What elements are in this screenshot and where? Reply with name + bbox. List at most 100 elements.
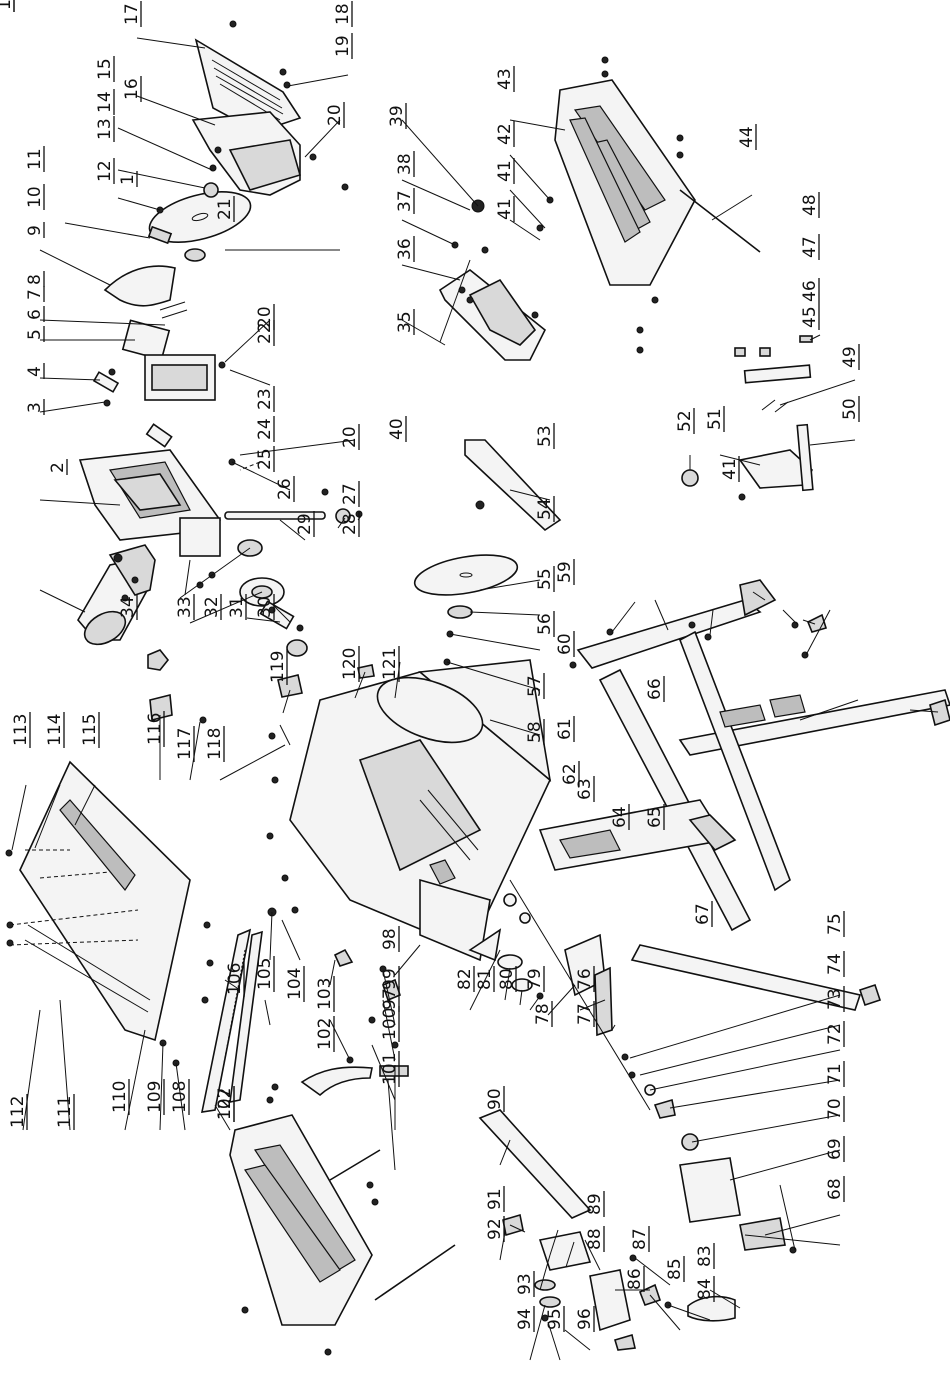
callout-number: 121 (380, 648, 400, 680)
callout-label-54: 54 (535, 496, 555, 522)
callout-label-31: 31 (227, 594, 247, 620)
callout-label-95: 95 (545, 1306, 565, 1332)
scale-81 (594, 966, 613, 1037)
callout-label-40: 40 (387, 416, 407, 442)
callout-label-41: 41 (495, 196, 515, 222)
callout-label-20: 20 (340, 424, 360, 450)
callout-label-6: 6 (25, 306, 45, 322)
callout-number: 89 (585, 1193, 605, 1215)
callout-label-7: 7 (25, 286, 45, 302)
callout-number: 18 (333, 3, 353, 25)
callout-number: 4 (25, 366, 45, 377)
callout-label-19: 19 (333, 33, 353, 59)
callout-number: 10 (25, 186, 45, 208)
callout-label-15: 15 (95, 56, 115, 82)
callout-label-115: 115 (80, 712, 100, 748)
callout-number: 98 (380, 928, 400, 950)
callout-number: 72 (825, 1023, 845, 1045)
callout-number: 13 (95, 118, 115, 140)
callout-number: 114 (45, 714, 65, 746)
callout-label-76: 76 (575, 966, 595, 992)
callout-label-24: 24 (255, 416, 275, 442)
callout-number: 75 (825, 913, 845, 935)
callout-label-74: 74 (825, 951, 845, 977)
callout-number: 77 (575, 1003, 595, 1025)
callout-number: 55 (535, 568, 555, 590)
callout-label-101: 101 (380, 1051, 400, 1087)
callout-label-71: 71 (825, 1061, 845, 1087)
callout-number: 42 (495, 123, 515, 145)
bracket-66 (806, 613, 828, 633)
callout-label-96: 96 (575, 1306, 595, 1332)
stand-rail-68b (678, 689, 950, 756)
callout-number: 112 (8, 1096, 28, 1128)
callout-number: 14 (95, 91, 115, 113)
callout-label-16: 16 (122, 76, 142, 102)
callout-number: 46 (800, 280, 820, 302)
callout-label-85: 85 (665, 1256, 685, 1282)
callout-label-22: 22 (255, 320, 275, 346)
switch-box-73 (679, 1157, 741, 1223)
callout-label-53: 53 (535, 423, 555, 449)
callout-number: 117 (175, 728, 195, 760)
callout-label-99: 99 (380, 966, 400, 992)
callout-label-56: 56 (535, 611, 555, 637)
callout-label-100: 100 (380, 1006, 400, 1042)
callout-number: 104 (285, 968, 305, 1000)
callout-number: 115 (80, 714, 100, 746)
callout-label-87: 87 (630, 1226, 650, 1252)
callout-label-26: 26 (275, 476, 295, 502)
callout-number: 43 (495, 68, 515, 90)
callout-label-88: 88 (585, 1226, 605, 1252)
callout-label-39: 39 (387, 103, 407, 129)
nut-74 (681, 1133, 699, 1151)
callout-label-119: 119 (268, 649, 288, 685)
foot-cap-69 (929, 698, 950, 727)
callout-number: 1 (118, 174, 138, 185)
callout-label-59: 59 (555, 559, 575, 585)
callout-label-109: 109 (145, 1079, 165, 1115)
callout-number: 41 (495, 160, 515, 182)
callout-number: 62 (560, 763, 580, 785)
callout-number: 126 (0, 0, 15, 10)
stand-rail-68 (598, 668, 752, 932)
callout-number: 69 (825, 1138, 845, 1160)
callout-label-65: 65 (645, 804, 665, 830)
callout-label-36: 36 (395, 236, 415, 262)
callout-label-55: 55 (535, 566, 555, 592)
rail-93 (478, 1109, 592, 1219)
callout-number: 80 (497, 968, 517, 990)
callout-number: 28 (340, 513, 360, 535)
nut-27 (335, 508, 351, 524)
callout-number: 64 (610, 806, 630, 828)
callout-label-69: 69 (825, 1136, 845, 1162)
callout-label-120: 120 (340, 646, 360, 682)
callout-label-4: 4 (25, 363, 45, 379)
callout-label-89: 89 (585, 1191, 605, 1217)
callout-label-105: 105 (255, 956, 275, 992)
callout-number: 101 (380, 1053, 400, 1085)
part-122 (357, 664, 375, 679)
callout-label-104: 104 (285, 966, 305, 1002)
callout-label-30: 30 (255, 594, 275, 620)
callout-number: 108 (170, 1081, 190, 1113)
callout-label-63: 63 (575, 776, 595, 802)
callout-number: 67 (693, 903, 713, 925)
callout-label-78: 78 (533, 1001, 553, 1027)
callout-number: 41 (720, 458, 740, 480)
callout-number: 82 (455, 968, 475, 990)
callout-number: 32 (202, 596, 222, 618)
callout-label-70: 70 (825, 1096, 845, 1122)
callout-label-106: 106 (225, 961, 245, 997)
callout-label-82: 82 (455, 966, 475, 992)
callout-number: 41 (495, 198, 515, 220)
callout-label-48: 48 (800, 192, 820, 218)
callout-number: 20 (340, 426, 360, 448)
callout-number: 36 (395, 238, 415, 260)
callout-label-93: 93 (515, 1271, 535, 1297)
saw-cabinet-60 (289, 659, 552, 962)
callout-number: 38 (395, 153, 415, 175)
callout-number: 99 (380, 968, 400, 990)
callout-number: 34 (118, 596, 138, 618)
